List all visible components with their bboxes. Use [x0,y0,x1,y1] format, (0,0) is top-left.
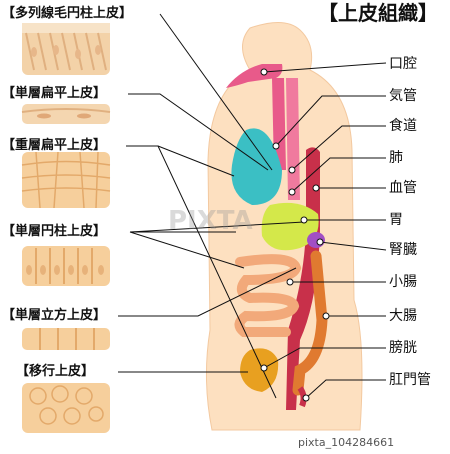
tissue-tile-stratified-squamous [21,151,111,209]
bladder [240,348,279,392]
page-title: 【上皮組織】 [318,1,438,25]
tissue-label-transitional: 【移行上皮】 [16,364,95,379]
organ-label-anal-canal: 肛門管 [389,372,431,388]
pointer-dots [260,68,330,402]
esophagus [286,78,300,200]
organ-label-large-intestine: 大腸 [389,308,417,324]
organ-label-oral-cavity: 口腔 [389,56,417,72]
tissue-label-ciliated: 【多列線毛円柱上皮】 [2,6,133,21]
organ-label-bladder: 膀胱 [389,340,417,356]
organ-label-small-intestine: 小腸 [389,274,417,290]
tissue-tile-simple-squamous [21,104,111,124]
stomach [261,202,319,251]
left-leader-lines [118,13,305,399]
stock-id: pixta_104284661 [298,436,395,449]
oral-cavity [226,64,283,88]
lung [231,128,282,205]
tissue-label-simple-cuboidal: 【単層立方上皮】 [2,308,107,323]
tissue-tile-transitional [22,383,110,433]
organ-label-blood-vessel: 血管 [389,180,417,196]
tissue-tile-ciliated [22,23,110,75]
tissue-label-simple-columnar: 【単層円柱上皮】 [2,224,107,239]
organ-label-trachea: 気管 [389,88,417,104]
tissue-tile-simple-columnar [22,246,110,286]
right-leader-lines [263,62,387,399]
organ-label-kidney: 腎臓 [389,242,417,258]
organ-label-stomach: 胃 [389,212,403,228]
watermark: PIXTA [168,206,253,236]
organ-label-esophagus: 食道 [389,118,417,134]
large-intestine [292,250,328,396]
tissue-label-simple-squamous: 【単層扁平上皮】 [2,86,107,101]
tissue-label-stratified-squamous: 【重層扁平上皮】 [2,138,107,153]
tissue-tile-simple-cuboidal [22,328,110,350]
organ-label-lung: 肺 [389,150,403,166]
